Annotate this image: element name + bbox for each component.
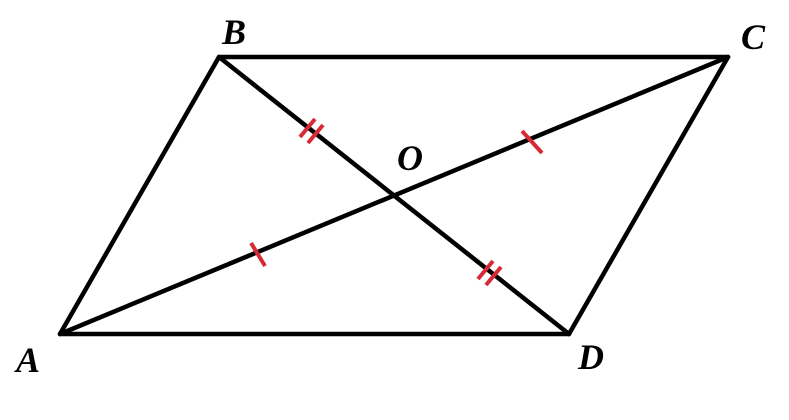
- vertex-label-a: A: [14, 340, 40, 380]
- tick-mark-bo-1: [298, 117, 317, 139]
- vertex-label-b: B: [221, 12, 246, 52]
- tick-mark-oc: [520, 129, 544, 155]
- vertex-label-c: C: [741, 17, 766, 57]
- side-ab: [57, 54, 222, 337]
- tick-mark-od-2: [484, 265, 503, 287]
- tick-mark-od-1: [476, 259, 495, 281]
- center-label-o: O: [397, 138, 423, 178]
- vertex-label-d: D: [577, 337, 604, 377]
- tick-mark-ao: [249, 241, 267, 268]
- tick-mark-bo-2: [306, 123, 325, 145]
- diagonal-bd: [216, 54, 572, 337]
- side-cd: [566, 54, 731, 337]
